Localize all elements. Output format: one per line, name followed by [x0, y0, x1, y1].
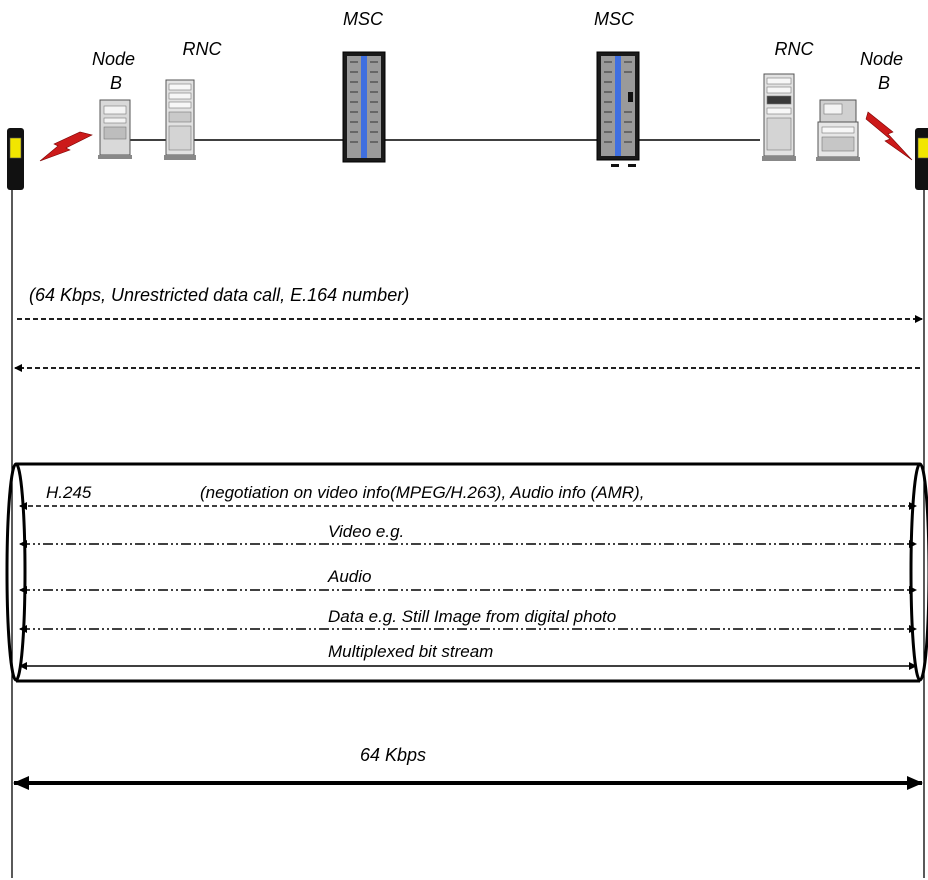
data-label: Data e.g. Still Image from digital photo: [328, 607, 616, 626]
rnc-left-server-icon: [164, 79, 196, 160]
msc-left-label: MSC: [343, 9, 384, 29]
bearer-label: 64 Kbps: [360, 745, 426, 765]
setup-message-label: (64 Kbps, Unrestricted data call, E.164 …: [29, 285, 409, 305]
node-b-left-label: Node B: [92, 49, 140, 93]
rnc-right-server-icon: [762, 73, 796, 161]
mobile-phone-left-icon: [7, 128, 24, 190]
audio-label: Audio: [327, 567, 371, 586]
multiplexed-label: Multiplexed bit stream: [328, 642, 493, 661]
msc-right-rack-icon: [596, 51, 640, 167]
node-b-left-server-icon: [98, 99, 132, 159]
rnc-left-label: RNC: [183, 39, 223, 59]
radio-link-right-icon: [865, 111, 913, 161]
h245-label: H.245: [46, 483, 92, 502]
multiplex-pipe: [5, 462, 928, 683]
radio-link-left-icon: [39, 131, 93, 162]
mobile-phone-right-icon: [915, 128, 928, 190]
h245-params-label: (negotiation on video info(MPEG/H.263), …: [200, 483, 644, 502]
rnc-right-label: RNC: [775, 39, 815, 59]
msc-left-rack-icon: [342, 51, 386, 163]
msc-right-label: MSC: [594, 9, 635, 29]
node-b-right-label: Node B: [860, 49, 908, 93]
video-label: Video e.g.: [328, 522, 404, 541]
node-b-right-server-icon: [816, 99, 860, 161]
node-b-right-label-line2: B: [878, 73, 890, 93]
node-b-left-label-line2: B: [110, 73, 122, 93]
